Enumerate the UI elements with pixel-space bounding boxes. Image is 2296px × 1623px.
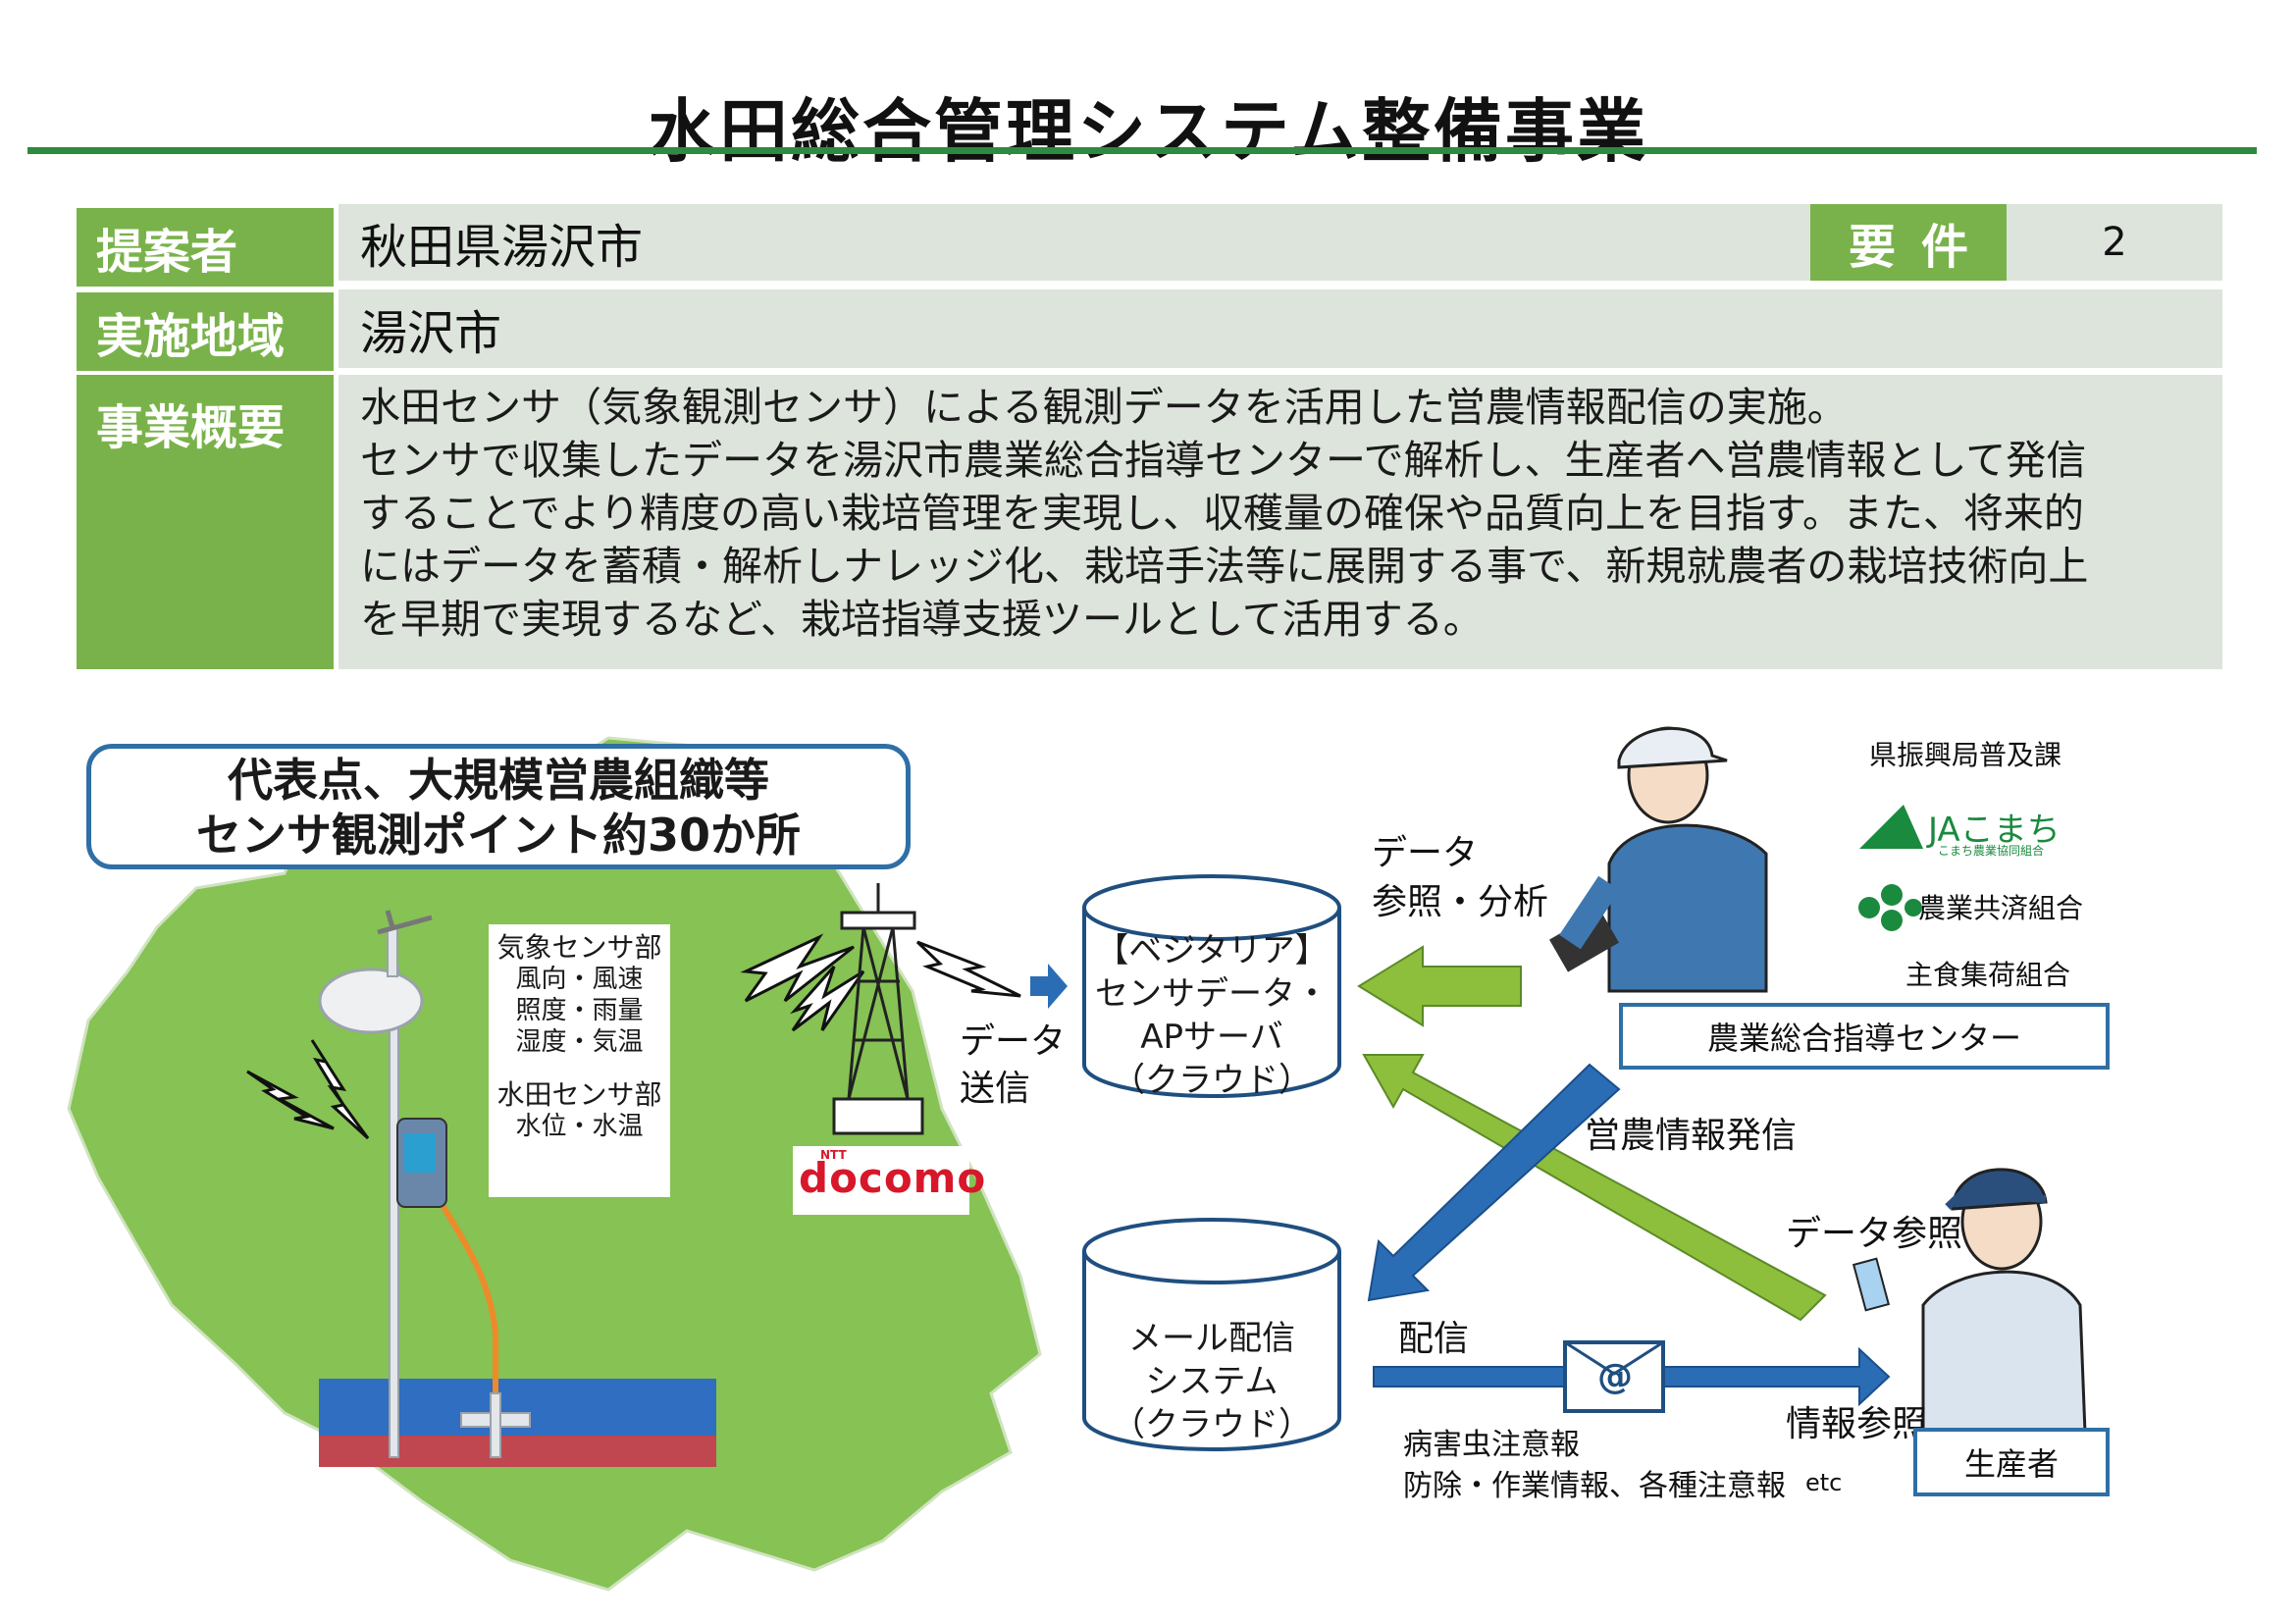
office-label: 県振興局普及課 [1869, 739, 2062, 771]
mail-cylinder [1082, 1218, 1341, 1451]
data-ref-label: データ参照 [1786, 1214, 1963, 1254]
callout-line: センサ観測ポイント約30か所 [195, 809, 801, 862]
requirement-value: 2 [2007, 204, 2222, 281]
info-send-arrow [1367, 1063, 1621, 1302]
region-label: 実施地域 [77, 292, 334, 371]
producer-data-arrow [1362, 1054, 1827, 1322]
info-send-label: 営農情報発信 [1585, 1116, 1798, 1156]
soil-layer [319, 1436, 716, 1467]
weather-sensor-item: 照度・雨量 [515, 996, 644, 1025]
send-arrow-icon [1030, 964, 1068, 1009]
requirement-label: 要件 [1810, 204, 2007, 281]
farmer-person-icon [1852, 1168, 2087, 1435]
sensor-pole [389, 966, 399, 1458]
weather-sensor-item: 湿度・気温 [515, 1027, 644, 1057]
delivered-content: 病害虫注意報 防除・作業情報、各種注意報 [1403, 1428, 1786, 1503]
weather-station [318, 968, 424, 1034]
ja-logo-subtext: こまち農業協同組合 [1938, 844, 2045, 858]
mutual-aid-label: 農業共済組合 [1918, 892, 2084, 924]
delivery-label: 配信 [1398, 1319, 1470, 1359]
mutual-aid-logo-icon [1858, 884, 1922, 931]
summary-line: センサで収集したデータを湯沢市農業総合指導センターで解析し、生産者へ営農情報とし… [360, 437, 2087, 484]
envelope-icon [1563, 1340, 1665, 1413]
proposer-label: 提案者 [77, 208, 334, 287]
analysis-arrow [1357, 945, 1522, 1027]
observation-points-callout: 代表点、大規模営農組織等 センサ観測ポイント約30か所 [86, 744, 911, 869]
region-value: 湯沢市 [339, 289, 2222, 368]
mail-system-label: メール配信 システム （クラウド） [1112, 1319, 1312, 1444]
paddy-sensor-item: 水位・水温 [515, 1112, 644, 1141]
callout-line: 代表点、大規模営農組織等 [228, 754, 769, 807]
staple-food-label: 主食集荷組合 [1905, 959, 2071, 991]
data-analysis-label: データ 参照・分析 [1372, 833, 1549, 922]
summary-line: 水田センサ（気象観測センサ）による観測データを活用した営農情報配信の実施。 [360, 384, 1848, 431]
summary-label: 事業概要 [77, 375, 334, 669]
ja-logo-icon [1859, 805, 1923, 849]
page-title: 水田総合管理システム整備事業 [648, 91, 1648, 172]
data-send-label: データ 送信 [960, 1021, 1067, 1109]
staff-person-icon [1549, 726, 1768, 993]
weather-sensor-item: 風向・風速 [515, 965, 644, 994]
title-divider [27, 147, 2257, 154]
signal-icon [246, 933, 1021, 1140]
server-label: 【ベジタリア】 センサデータ・ APサーバ （クラウド） [1095, 931, 1329, 1100]
summary-line: を早期で実現するなど、栽培指導支援ツールとして活用する。 [360, 596, 1484, 643]
producer-box: 生産者 [1913, 1428, 2110, 1496]
radio-tower-icon [832, 883, 924, 1135]
summary-line: することでより精度の高い栽培管理を実現し、収穫量の確保や品質向上を目指す。また、… [360, 490, 2084, 537]
paddy-sensor-title: 水田センサ部 [496, 1078, 662, 1111]
server-cylinder [1082, 874, 1341, 1098]
summary-line: にはデータを蓄積・解析しナレッジ化、栽培手法等に展開する事で、新規就農者の栽培技… [360, 543, 2089, 590]
sensor-spec-box: 気象センサ部 風向・風速 照度・雨量 湿度・気温 水田センサ部 水位・水温 [489, 924, 670, 1197]
summary-text: 水田センサ（気象観測センサ）による観測データを活用した営農情報配信の実施。 セン… [339, 375, 2222, 669]
at-icon: @ [1597, 1357, 1633, 1397]
ja-logo-text: JAこまち [1928, 811, 2061, 850]
weather-sensor-title: 気象センサ部 [496, 931, 662, 964]
info-ref-label: 情報参照 [1786, 1404, 1928, 1444]
guidance-center-box: 農業総合指導センター [1619, 1003, 2110, 1070]
proposer-value: 秋田県湯沢市 [339, 204, 1810, 281]
docomo-logo: NTT docomo [793, 1146, 985, 1215]
content-etc: etc [1805, 1469, 1843, 1496]
